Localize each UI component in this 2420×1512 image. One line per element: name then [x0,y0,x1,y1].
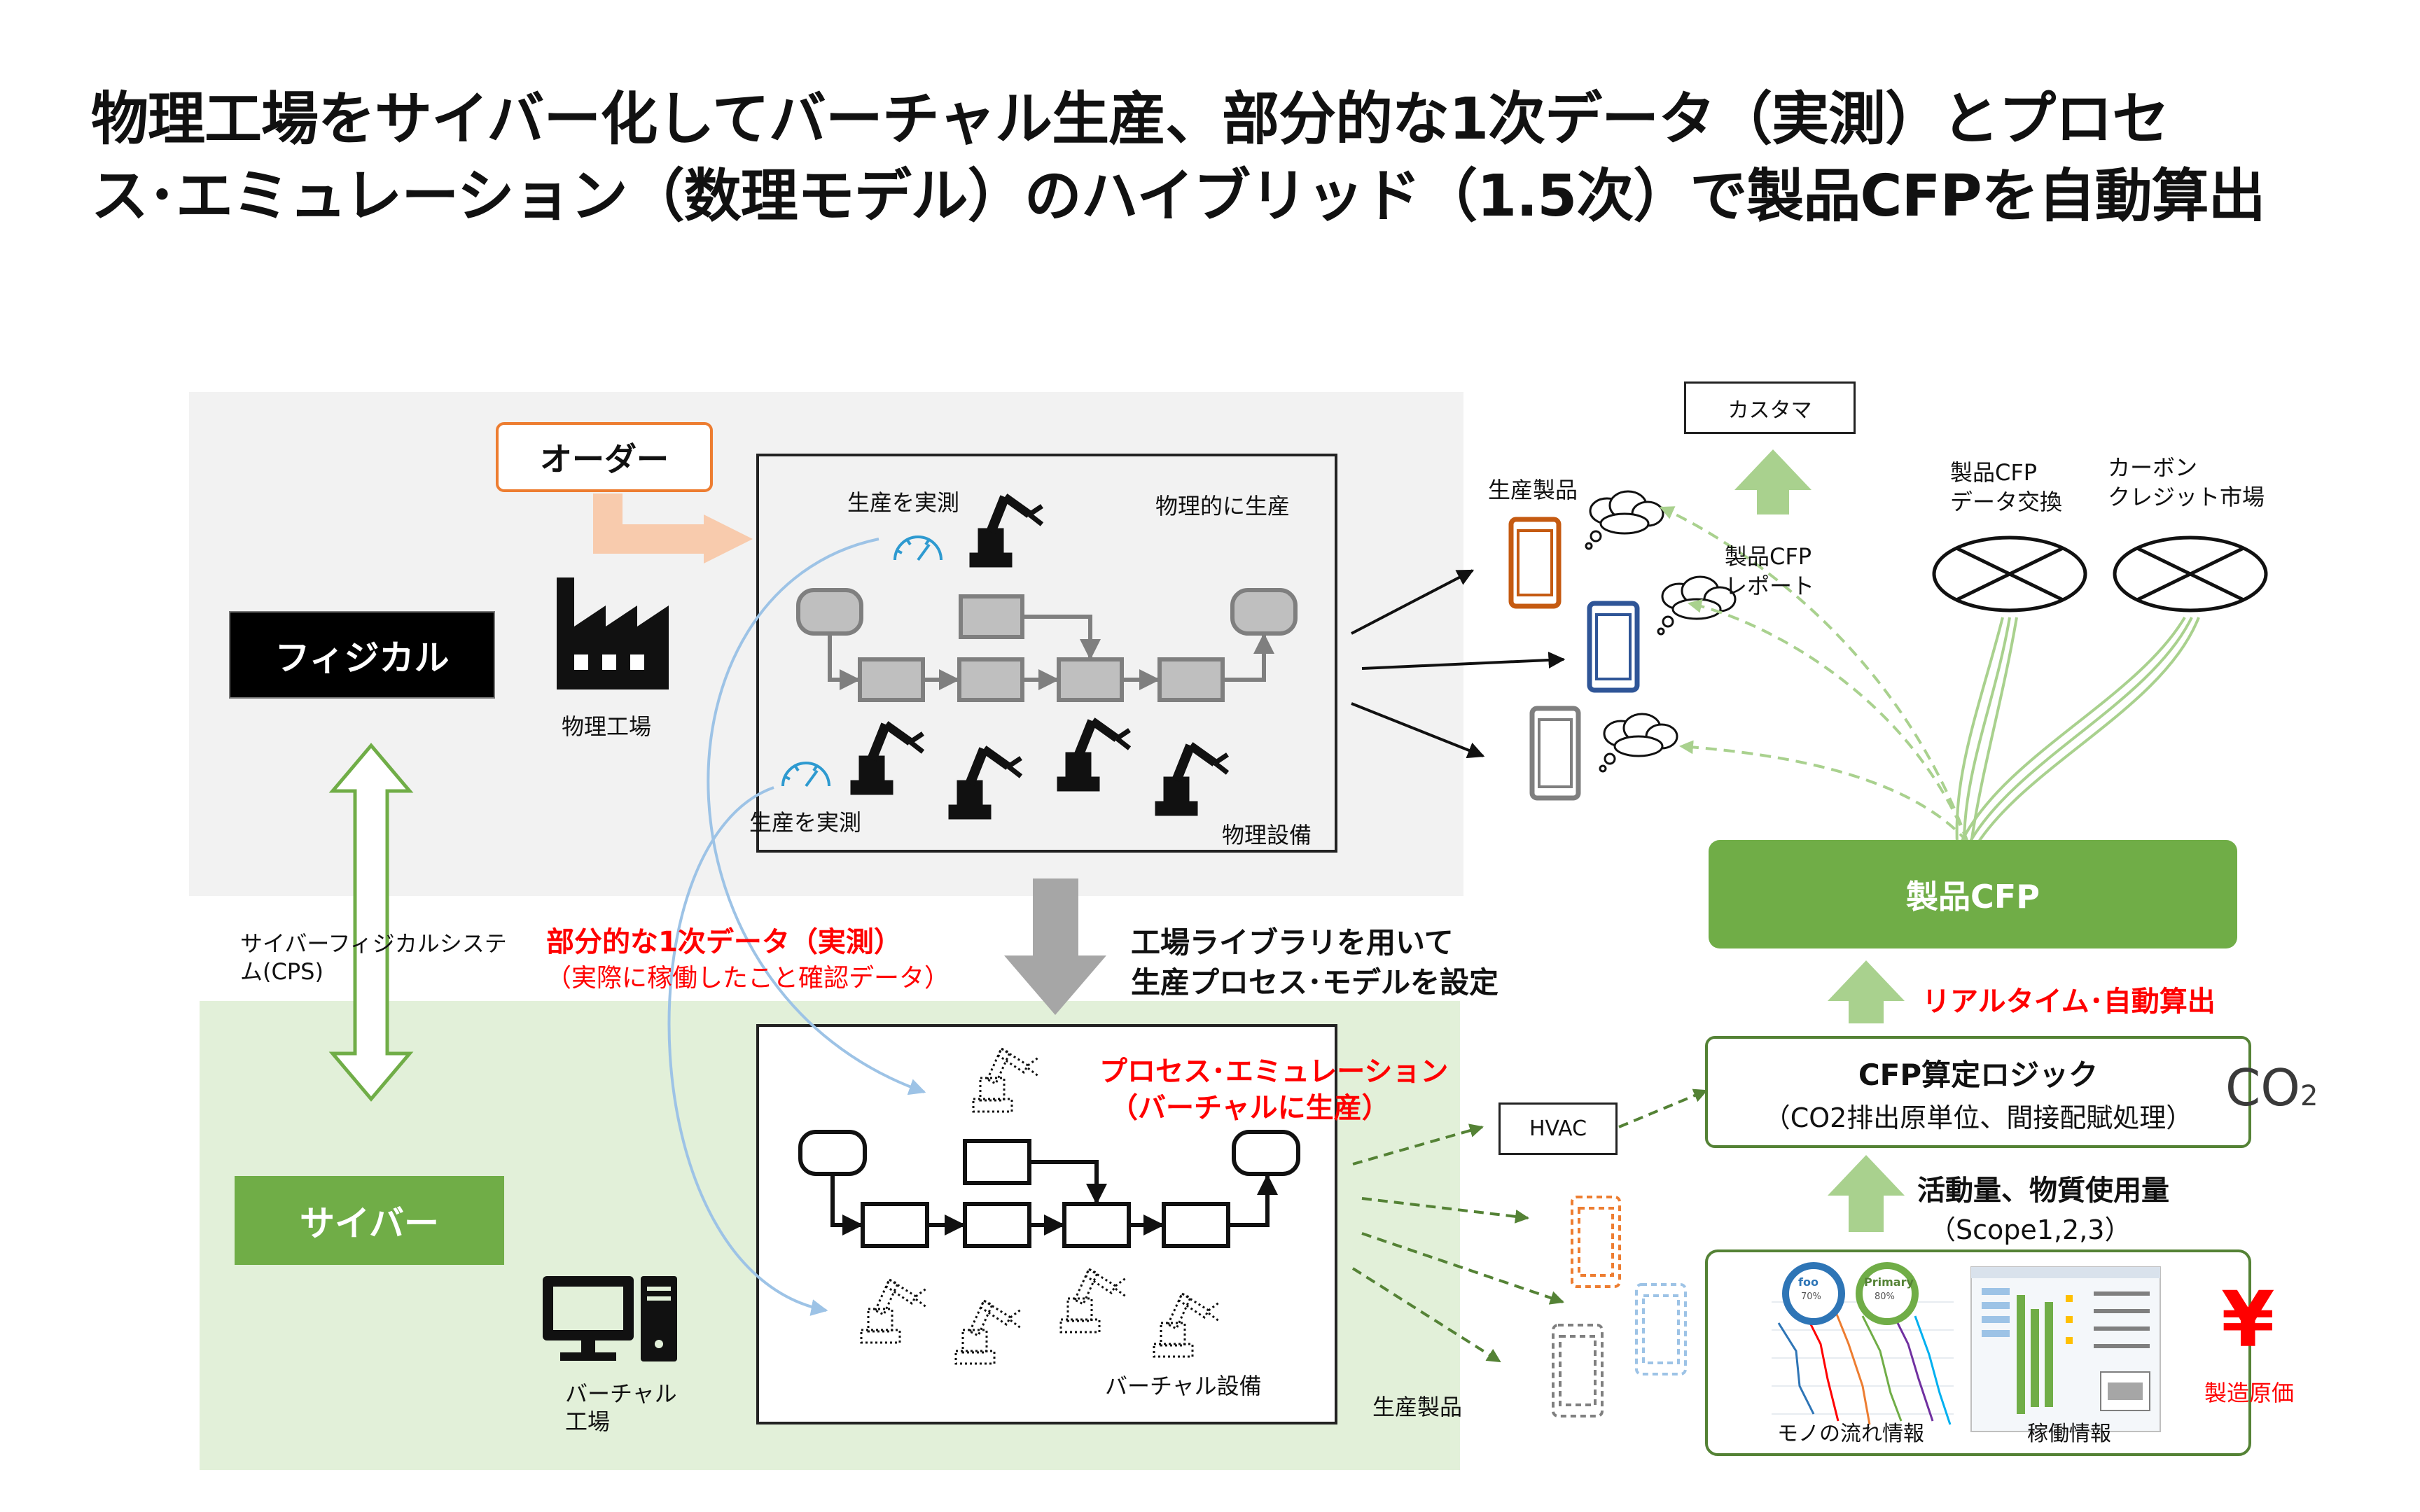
market-circles [1932,536,2268,612]
order-box: オーダー [496,422,713,492]
exchange-label-line1: 製品CFP [1950,459,2038,486]
physical-factory-label: 物理工場 [562,713,652,740]
gauge-icon-top [893,536,943,561]
gauge1-title: foo [1798,1275,1819,1289]
virtual-equipment-label: バーチャル設備 [1105,1373,1262,1399]
cfp-logic-subtitle: （CO2排出原単位、間接配賦処理） [1763,1102,2193,1133]
measure-label-top: 生産を実測 [847,489,960,516]
virtual-robot-arms [860,1046,1221,1365]
virtual-phone-icons [1552,1196,1687,1418]
measure-label-bottom: 生産を実測 [749,809,862,836]
virtual-output-arrows [1351,1088,1708,1363]
manufacturing-cost-label: 製造原価 [2204,1380,2295,1406]
emulation-label-line2: （バーチャルに生産） [1110,1092,1390,1124]
virtual-products-label: 生産製品 [1372,1394,1463,1420]
operation-info-label: 稼働情報 [2027,1422,2111,1446]
realtime-label: リアルタイム･自動算出 [1922,986,2216,1018]
gauge-icon-bottom [781,762,830,788]
cps-label-line2: ム(CPS) [240,958,324,985]
customer-box: カスタマ [1684,382,1856,434]
flow-info-label: モノの流れ情報 [1777,1422,1924,1446]
yen-icon: ¥ [2221,1275,2275,1364]
co2-icon: CO2 [2225,1058,2318,1117]
page-title-line1: 物理工場をサイバー化してバーチャル生産、部分的な1次データ（実測）とプロセ [91,86,2169,153]
order-arrow [593,493,753,564]
cps-double-arrow [328,743,414,1102]
gauge2-title: Primary [1864,1275,1914,1289]
emulation-label-line1: プロセス･エミュレーション [1099,1056,1449,1088]
physical-produce-label: 物理的に生産 [1155,493,1291,519]
virtual-factory-line1: バーチャル [565,1380,677,1407]
partial-data-line1: 部分的な1次データ（実測） [546,926,902,958]
market-link-lines [1955,616,2200,845]
physical-robot-arms [850,493,1230,820]
cps-label-line1: サイバーフィジカルシステ [240,930,507,957]
physical-process-flow [796,588,1298,702]
library-label-line1: 工場ライブラリを用いて [1131,925,1454,960]
physical-products-label: 生産製品 [1488,477,1578,503]
report-arrows [1660,506,1969,844]
activity-label-line1: 活動量、物質使用量 [1917,1175,2169,1207]
up-arrows [1734,449,1905,1232]
activity-label-line2: （Scope1,2,3） [1929,1214,2132,1245]
thought-clouds [1585,490,1737,773]
hvac-box: HVAC [1498,1102,1618,1155]
carbon-label-line2: クレジット市場 [2108,484,2265,510]
carbon-label-line1: カーボン [2108,454,2198,481]
computer-icon [543,1276,677,1362]
factory-icon [557,578,669,690]
gauge2-value: 80% [1875,1292,1895,1302]
library-down-arrow [1004,878,1106,1015]
report-label-line2: レポート [1725,573,1815,599]
physical-label: フィジカル [229,611,495,699]
physical-output-arrows [1351,569,1566,759]
phone-icons [1508,517,1640,801]
page-title-line2: ス･エミュレーション（数理モデル）のハイブリッド（1.5次）で製品CFPを自動算… [91,163,2266,230]
report-label-line1: 製品CFP [1725,543,1812,570]
library-label-line2: 生産プロセス･モデルを設定 [1131,965,1499,1000]
virtual-factory-line2: 工場 [565,1408,611,1435]
physical-equipment-label: 物理設備 [1222,822,1312,848]
cfp-logic-box: CFP算定ロジック （CO2排出原単位、間接配賦処理） [1705,1036,2251,1148]
exchange-label-line2: データ交換 [1950,489,2063,515]
measurement-sync-curves [667,538,926,1316]
virtual-process-flow [798,1130,1300,1248]
cyber-label: サイバー [235,1176,504,1265]
cfp-logic-title: CFP算定ロジック [1858,1058,2099,1092]
partial-data-line2: （実際に稼働したこと確認データ） [546,964,950,993]
gauge1-value: 70% [1801,1292,1821,1302]
product-cfp-box: 製品CFP [1709,840,2237,948]
